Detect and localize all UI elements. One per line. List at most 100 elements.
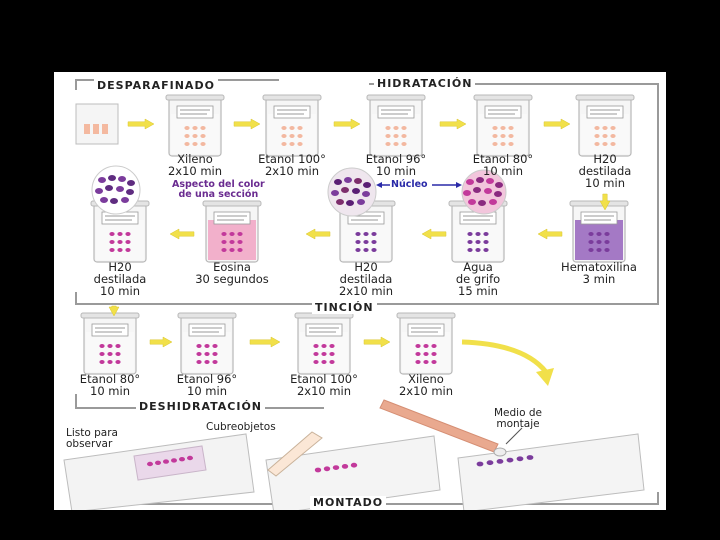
arrow-12 xyxy=(149,336,173,348)
tissue-dot xyxy=(423,352,429,356)
tissue-dot xyxy=(500,134,506,138)
tissue-dot xyxy=(423,360,429,364)
arrow-15-curve xyxy=(461,339,548,374)
aspect-circle-2-dot xyxy=(341,187,349,193)
aspect-circle-2-dot xyxy=(334,179,342,185)
slide-ready-dot xyxy=(155,460,161,465)
slide-label xyxy=(407,323,445,337)
aspect-circle-3-dot xyxy=(476,177,484,183)
tissue-dot xyxy=(610,134,616,138)
aspect-circle-3-dot xyxy=(495,182,503,188)
tissue-dot xyxy=(107,360,113,364)
tissue-dot xyxy=(393,134,399,138)
coverslip xyxy=(267,431,323,477)
tissue-dot xyxy=(329,360,335,364)
aspect-circle-1-dot xyxy=(100,197,108,203)
annotation-aspecto: Aspecto del color de una sección xyxy=(172,179,265,200)
tissue-dot xyxy=(289,142,295,146)
beaker-rim xyxy=(80,312,140,319)
aspect-circle-2-dot xyxy=(362,191,370,197)
tissue-dot xyxy=(431,344,437,348)
section-deshidratacion: DESHIDRATACIÓN xyxy=(136,400,266,413)
arrow-6 xyxy=(599,193,611,211)
tissue-dot xyxy=(125,232,131,236)
aspect-circle-1-dot xyxy=(95,188,103,194)
section-montado: MONTADO xyxy=(310,496,387,509)
label-etanol80-1: Etanol 80° 10 min xyxy=(472,152,534,178)
tissue-dot xyxy=(371,248,377,252)
slide-medio-dot xyxy=(526,455,534,460)
aspect-circle-1-dot xyxy=(121,197,129,203)
tissue-dot xyxy=(596,248,602,252)
tissue-dot xyxy=(500,126,506,130)
slide-label xyxy=(459,211,497,225)
tissue-dot xyxy=(594,126,600,130)
beaker-row1-4 xyxy=(575,94,635,157)
tissue-dot xyxy=(363,248,369,252)
annotation-medio: Medio de montaje xyxy=(494,407,542,430)
tissue-dot xyxy=(393,126,399,130)
tissue-dot xyxy=(107,344,113,348)
label-etanol96-2: Etanol 96° 10 min xyxy=(176,372,238,398)
tissue-dot xyxy=(596,232,602,236)
slide-label xyxy=(305,323,343,337)
beaker-row1-2 xyxy=(366,94,426,157)
slide-cubre-dot xyxy=(341,464,349,469)
tissue-dot xyxy=(125,240,131,244)
slide-cubre xyxy=(265,435,441,510)
tissue-dot xyxy=(321,360,327,364)
beaker-row3-2 xyxy=(294,312,354,375)
slide-medio-dot xyxy=(506,457,514,463)
tissue-dot xyxy=(99,352,105,356)
tissue-dot xyxy=(431,352,437,356)
tissue-dot xyxy=(492,126,498,130)
beaker-rim xyxy=(575,94,635,101)
tissue-dot xyxy=(107,352,113,356)
slide-section xyxy=(93,124,99,134)
tissue-dot xyxy=(229,232,235,236)
label-etanol96-1: Etanol 96° 10 min xyxy=(365,152,427,178)
tissue-dot xyxy=(467,240,473,244)
tissue-dot xyxy=(192,142,198,146)
aspect-circle-2-dot xyxy=(352,188,360,194)
tissue-dot xyxy=(221,248,227,252)
tissue-dot xyxy=(237,232,243,236)
slide-label xyxy=(586,105,624,119)
aspect-circle-2-dot xyxy=(346,200,354,206)
beaker-rim xyxy=(177,312,237,319)
tissue-dot xyxy=(289,134,295,138)
aspect-circle-3-dot xyxy=(473,187,481,193)
tissue-dot xyxy=(355,232,361,236)
section-hidratacion: HIDRATACIÓN xyxy=(374,77,476,90)
tissue-dot xyxy=(415,352,421,356)
slide-label xyxy=(176,105,214,119)
tissue-dot xyxy=(355,240,361,244)
aspect-circle-1-dot xyxy=(116,186,124,192)
tissue-dot xyxy=(610,126,616,130)
beaker-rim xyxy=(569,200,629,207)
tissue-dot xyxy=(508,142,514,146)
label-xileno-1: Xileno 2x10 min xyxy=(167,152,223,178)
tissue-dot xyxy=(99,344,105,348)
beaker-row3-1 xyxy=(177,312,237,375)
section-desparafinado: DESPARAFINADO xyxy=(94,79,218,92)
tissue-dot xyxy=(604,248,610,252)
tissue-dot xyxy=(483,240,489,244)
tissue-dot xyxy=(192,126,198,130)
tissue-dot xyxy=(109,248,115,252)
slide-ready-dot xyxy=(163,459,169,464)
beaker-row1-0 xyxy=(165,94,225,157)
slide-label xyxy=(188,323,226,337)
aspect-circle-1-dot xyxy=(105,185,113,191)
slide-cubre-dot xyxy=(350,462,358,468)
aspect-circle-3-dot xyxy=(478,200,486,206)
label-eosina: Eosina 30 segundos xyxy=(195,260,269,286)
slide-label xyxy=(91,323,129,337)
beaker-rim xyxy=(202,200,262,207)
tissue-dot xyxy=(329,352,335,356)
slide-label xyxy=(580,211,618,225)
tissue-dot xyxy=(321,344,327,348)
tissue-dot xyxy=(467,232,473,236)
label-h2o-2: H20 destilada 2x10 min xyxy=(338,260,394,298)
tissue-dot xyxy=(475,248,481,252)
